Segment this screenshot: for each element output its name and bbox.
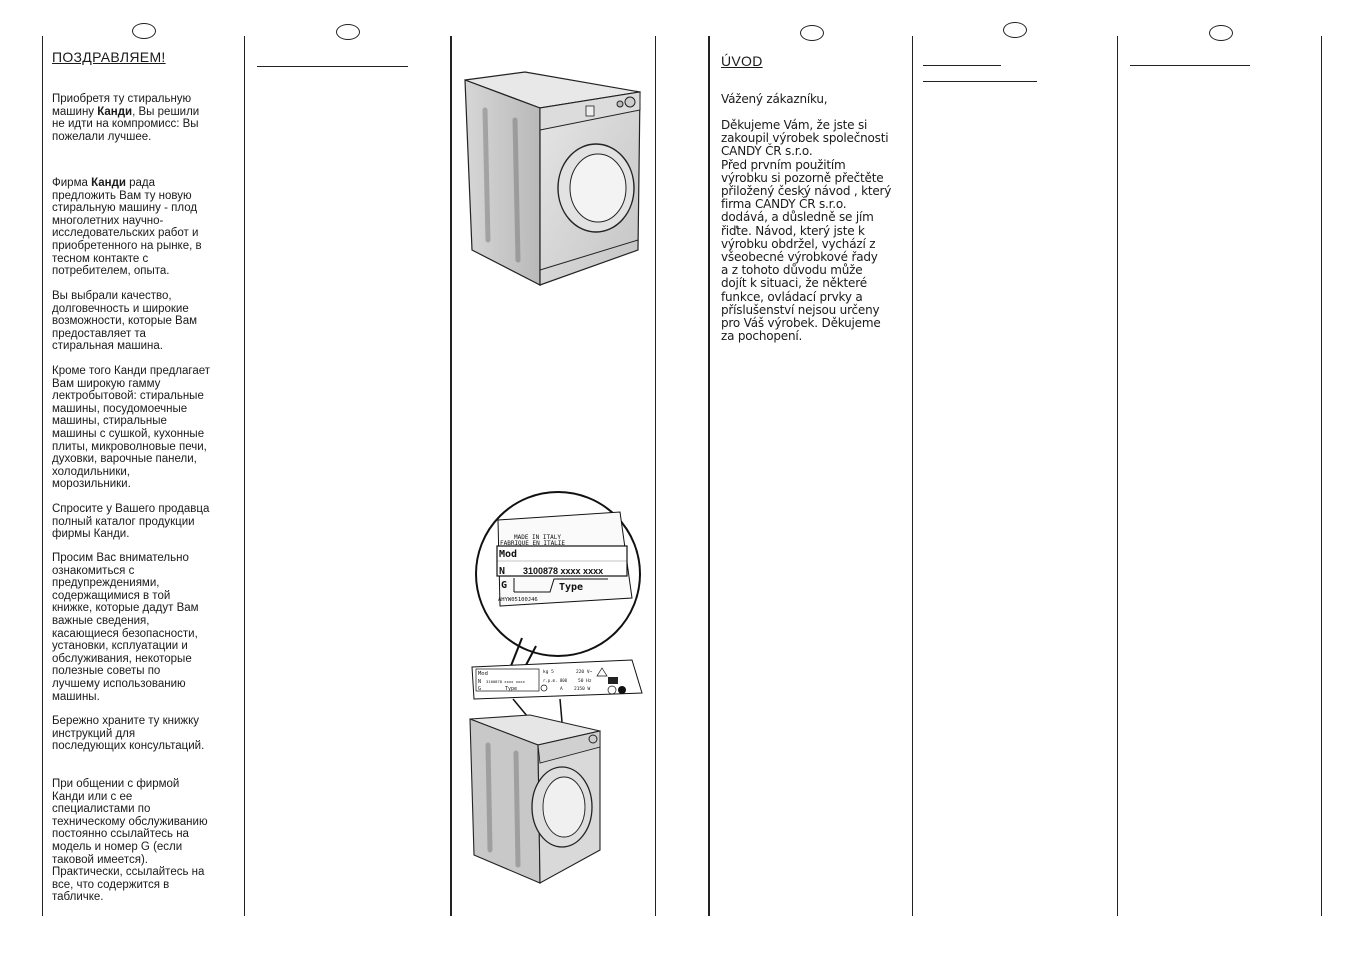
blank-heading-rule <box>257 66 408 67</box>
washing-machine-with-plate: Mod N 3100878 xxxx xxxx G Type kg 5 r.p.… <box>469 659 643 884</box>
language-flag-oval <box>132 23 156 39</box>
plate-g-label: G <box>501 580 507 591</box>
small-plate-freq: 50 Hz <box>578 678 592 684</box>
ru-paragraph-5: Спросите у Вашего продавца полный катало… <box>52 503 210 541</box>
column-divider <box>450 36 452 916</box>
column-divider <box>912 36 913 916</box>
small-plate-n-value: 3100878 xxxx xxxx <box>486 679 526 684</box>
plate-n-label: N <box>499 566 505 577</box>
washing-machine-illustration <box>464 71 641 286</box>
small-plate-g: G <box>478 686 481 692</box>
language-flag-oval <box>336 24 360 40</box>
plate-mod-label: Mod <box>499 549 517 560</box>
plate-type-label: Type <box>559 582 583 593</box>
language-flag-oval <box>1003 22 1027 38</box>
blank-heading-rule <box>923 81 1037 82</box>
ru-paragraph-1: Приобретя ту стиральную машину Канди, Вы… <box>52 93 200 143</box>
column-divider <box>1321 36 1322 916</box>
blank-heading-rule <box>923 65 1001 66</box>
ru-paragraph-4: Кроме того Канди предлагает Вам широкую … <box>52 365 211 491</box>
cz-body: Děkujeme Vám, že jste si zakoupil výrobe… <box>721 118 892 344</box>
small-plate-watt: 2150 W <box>574 686 591 692</box>
small-plate-type: Type <box>505 686 517 692</box>
plate-n-value: 3100878 xxxx xxxx <box>523 566 603 576</box>
small-plate-amp: A <box>560 686 563 692</box>
small-plate-kg: kg 5 <box>543 669 554 675</box>
ru-paragraph-7: Бережно храните ту книжку инструкций для… <box>52 715 205 753</box>
small-plate-rpm: r.p.m. 800 <box>543 678 568 683</box>
plate-barcode-text: AHYW05100J46 <box>498 597 538 603</box>
column-divider <box>655 36 656 916</box>
cz-heading: ÚVOD <box>721 53 763 69</box>
blank-heading-rule <box>1130 65 1250 66</box>
small-plate-volt: 220 V~ <box>576 669 593 675</box>
plate-fabrique: FABRIQUE EN ITALIE <box>500 540 565 547</box>
cz-greeting: Vážený zákazníku, <box>721 92 828 106</box>
language-flag-oval <box>1209 25 1233 41</box>
ru-heading: ПОЗДРАВЛЯЕМ! <box>52 49 166 65</box>
column-divider <box>1117 36 1118 916</box>
small-plate-mod: Mod <box>478 671 488 677</box>
column-divider <box>42 36 43 916</box>
ru-paragraph-8: При общении с фирмой Канди или с ее спец… <box>52 778 208 904</box>
language-flag-oval <box>800 25 824 41</box>
ru-paragraph-3: Вы выбрали качество, долговечность и шир… <box>52 290 198 353</box>
ru-paragraph-2: Фирма Канди рада предложить Вам ту новую… <box>52 177 202 278</box>
rating-plate-magnified: MADE IN ITALY FABRIQUE EN ITALIE Mod N 3… <box>475 491 641 687</box>
plate-made-in: MADE IN ITALY <box>514 534 561 541</box>
small-plate-n: N <box>478 679 481 685</box>
ru-paragraph-6: Просим Вас внимательно ознакомиться с пр… <box>52 552 199 703</box>
column-divider <box>244 36 245 916</box>
column-divider <box>708 36 710 916</box>
